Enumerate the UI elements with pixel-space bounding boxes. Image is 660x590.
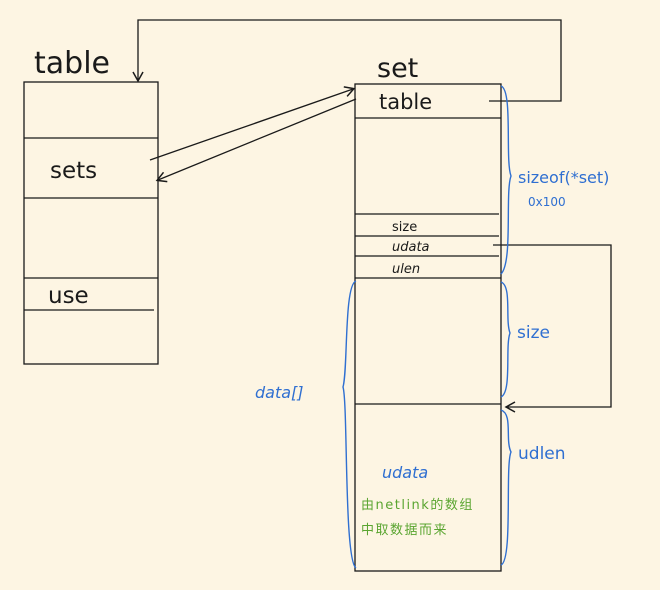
udata-pointer-arrow xyxy=(493,244,612,413)
data-array-label: data[] xyxy=(255,383,304,402)
table-field-use: use xyxy=(48,283,89,309)
size-brace xyxy=(500,281,511,398)
data-array-brace xyxy=(342,280,357,569)
set-field-size: size xyxy=(392,220,417,235)
sizeof-set-brace xyxy=(500,85,512,275)
udata-block-note-line1: 由netlink的数组 xyxy=(361,497,474,513)
set-field-table: table xyxy=(379,90,432,114)
sizeof-set-label: sizeof(*set) xyxy=(518,168,609,187)
udlen-label: udlen xyxy=(518,444,566,464)
udata-block-title: udata xyxy=(382,463,428,482)
set-field-ulen: ulen xyxy=(392,262,420,277)
table-struct: table sets use xyxy=(23,46,159,365)
set-struct-box xyxy=(354,83,502,572)
sizeof-set-value: 0x100 xyxy=(528,195,566,209)
set-struct-title: set xyxy=(377,53,418,84)
udata-block-note-line2: 中取数据而来 xyxy=(361,523,448,538)
udlen-brace xyxy=(500,409,512,566)
size-label: size xyxy=(517,323,550,343)
table-struct-title: table xyxy=(34,46,110,81)
set-table-to-table-arrow xyxy=(132,19,562,102)
set-to-sets-arrow xyxy=(155,98,357,183)
annotations: sizeof(*set) 0x100 size udlen data[] xyxy=(255,85,609,569)
table-struct-box xyxy=(23,81,159,365)
set-struct: set table size udata ulen udata 由netlink… xyxy=(354,53,502,572)
table-field-sets: sets xyxy=(50,158,97,184)
pointer-arrows xyxy=(132,19,612,413)
sets-to-set-arrow xyxy=(149,86,356,161)
set-field-udata: udata xyxy=(392,240,430,255)
